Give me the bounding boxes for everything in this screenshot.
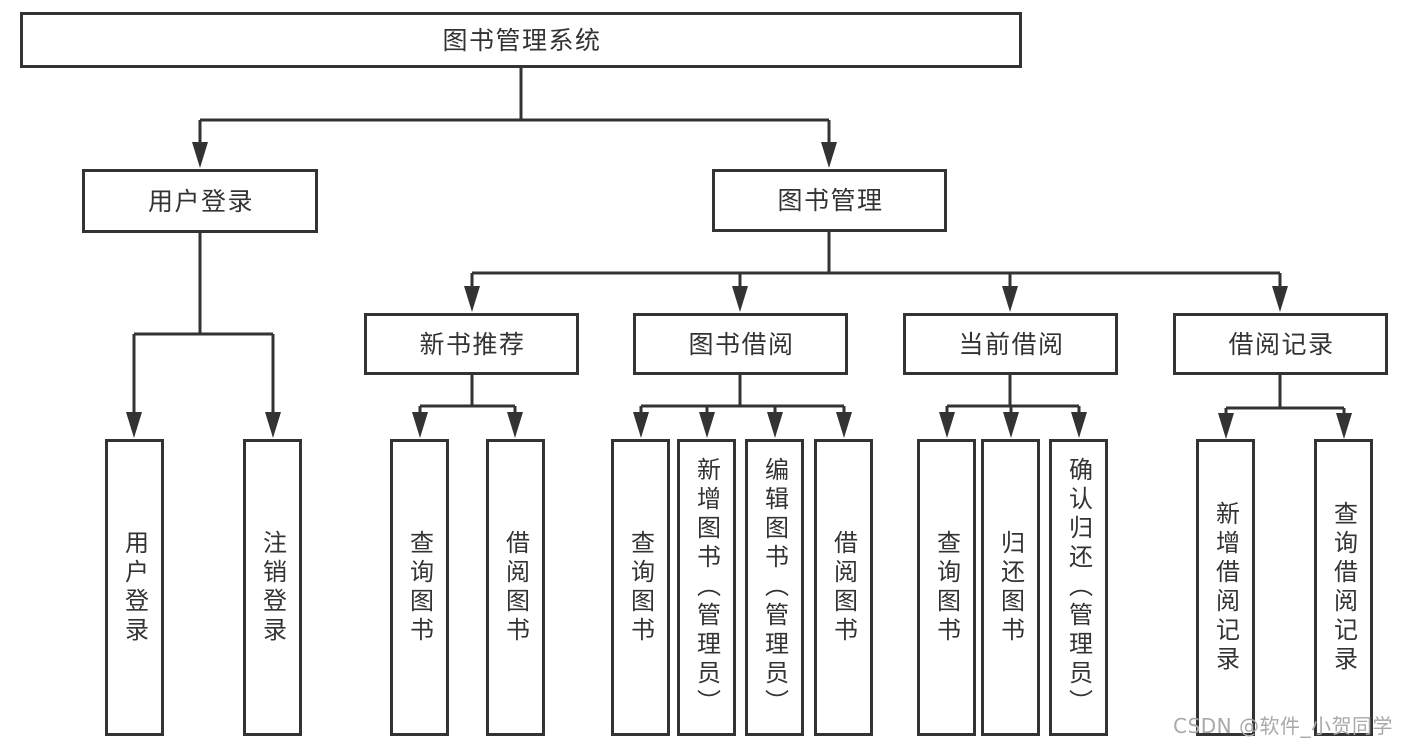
leaf-add-borrow-record: 新增借阅记录	[1196, 439, 1255, 736]
node-root: 图书管理系统	[20, 12, 1022, 68]
leaf-query-books-borrowing-label: 查询图书	[626, 529, 655, 646]
leaf-confirm-return-admin-label: 确认归还（管理员）	[1064, 457, 1093, 718]
leaf-add-book-admin-label: 新增图书（管理员）	[692, 457, 721, 718]
fork-book-borrowing	[633, 375, 852, 438]
leaf-logout: 注销登录	[243, 439, 302, 736]
leaf-query-books-borrowing: 查询图书	[611, 439, 670, 736]
node-user-login-label: 用户登录	[147, 186, 254, 216]
leaf-edit-book-admin: 编辑图书（管理员）	[745, 439, 804, 736]
node-book-management-label: 图书管理	[777, 186, 884, 215]
node-user-login: 用户登录	[82, 169, 318, 233]
watermark: CSDN @软件_小贺同学	[1173, 714, 1393, 738]
leaf-confirm-return-admin: 确认归还（管理员）	[1049, 439, 1108, 736]
fork-borrowing-records	[1218, 375, 1352, 439]
leaf-return-books-label: 归还图书	[996, 529, 1025, 646]
node-root-label: 图书管理系统	[442, 25, 602, 55]
node-book-borrowing: 图书借阅	[633, 313, 848, 375]
leaf-edit-book-admin-label: 编辑图书（管理员）	[760, 457, 789, 718]
leaf-query-books-current-label: 查询图书	[932, 529, 961, 646]
fork-book-management	[464, 232, 1288, 312]
node-borrowing-records-label: 借阅记录	[1228, 329, 1335, 359]
leaf-add-book-admin: 新增图书（管理员）	[677, 439, 736, 736]
fork-root	[192, 68, 837, 168]
node-book-borrowing-label: 图书借阅	[688, 329, 795, 359]
node-new-book-recommend-label: 新书推荐	[419, 329, 526, 359]
fork-new-book-recommend	[412, 375, 523, 438]
node-current-borrowing: 当前借阅	[903, 313, 1118, 375]
node-current-borrowing-label: 当前借阅	[958, 329, 1065, 359]
leaf-user-login-label: 用户登录	[120, 529, 149, 646]
leaf-borrow-books-borrowing-label: 借阅图书	[829, 529, 858, 646]
leaf-return-books: 归还图书	[981, 439, 1040, 736]
leaf-user-login: 用户登录	[105, 439, 164, 736]
node-book-management: 图书管理	[712, 169, 947, 232]
leaf-borrow-books-borrowing: 借阅图书	[814, 439, 873, 736]
node-borrowing-records: 借阅记录	[1173, 313, 1388, 375]
fork-current-borrowing	[939, 375, 1087, 438]
leaf-borrow-books-recommend: 借阅图书	[486, 439, 545, 736]
leaf-add-borrow-record-label: 新增借阅记录	[1211, 500, 1240, 675]
fork-user-login	[126, 233, 281, 438]
leaf-borrow-books-recommend-label: 借阅图书	[501, 529, 530, 646]
node-new-book-recommend: 新书推荐	[364, 313, 579, 375]
leaf-query-books-current: 查询图书	[917, 439, 976, 736]
leaf-query-borrow-record-label: 查询借阅记录	[1329, 500, 1358, 675]
leaf-query-books-recommend-label: 查询图书	[405, 529, 434, 646]
leaf-query-borrow-record: 查询借阅记录	[1314, 439, 1373, 736]
leaf-query-books-recommend: 查询图书	[390, 439, 449, 736]
leaf-logout-label: 注销登录	[258, 529, 287, 646]
